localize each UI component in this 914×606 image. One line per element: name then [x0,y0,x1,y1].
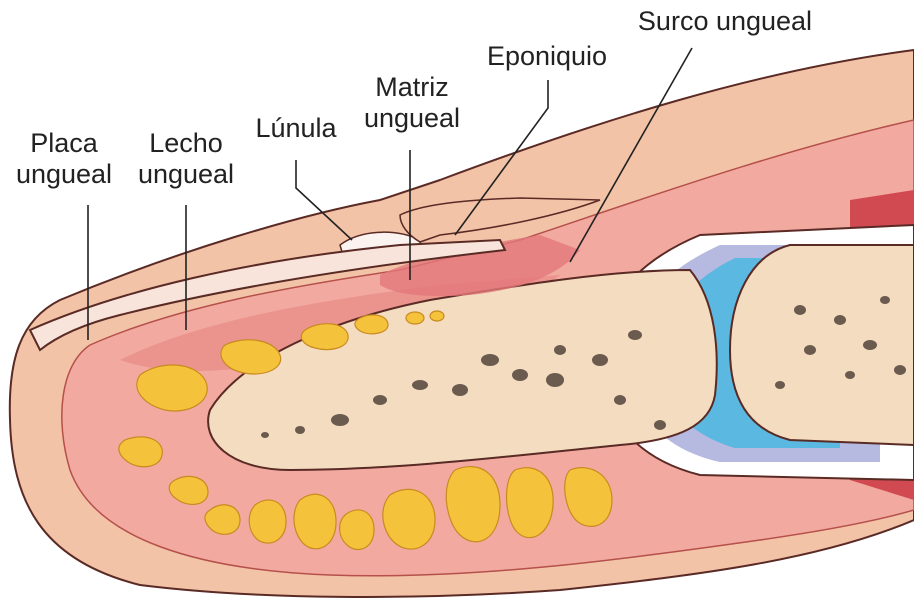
label-surco-ungueal: Surco ungueal [618,6,832,37]
middle-phalanx-bone [730,245,914,445]
label-eponiquio: Eponiquio [476,41,618,72]
label-lunula: Lúnula [240,113,352,144]
label-placa-ungueal: Placa ungueal [4,128,124,190]
label-matriz-ungueal: Matriz ungueal [352,72,472,134]
label-lecho-ungueal: Lecho ungueal [126,128,246,190]
